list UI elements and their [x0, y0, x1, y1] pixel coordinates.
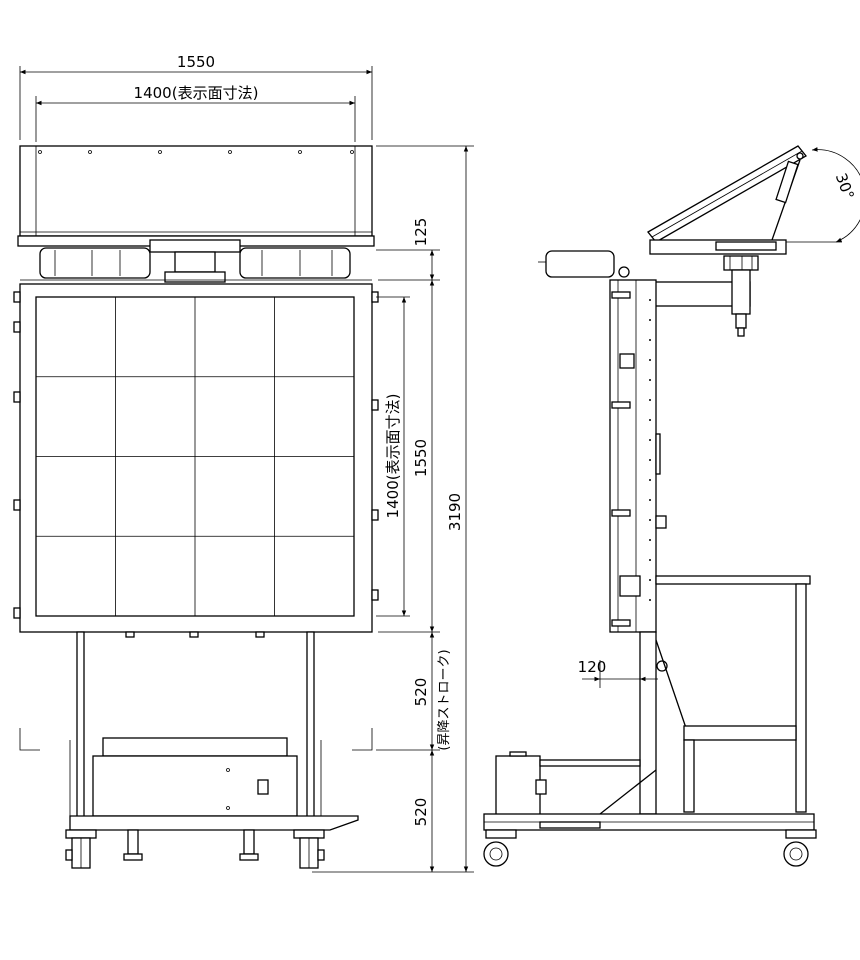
top-housing-left	[39, 247, 151, 279]
front-leveler-left	[123, 829, 143, 861]
side-lamp	[545, 250, 615, 278]
dim-total-height: 3190	[446, 493, 464, 531]
dim-stroke: 520	[412, 678, 430, 707]
main-panel-frame	[19, 283, 373, 633]
dim-panel-height: 1550	[412, 439, 430, 477]
front-caster-left	[65, 829, 97, 869]
stand-post-right	[306, 631, 315, 823]
dim-display-width: 1400(表示面寸法)	[134, 84, 259, 102]
front-leveler-right	[239, 829, 259, 861]
front-dimensions: 1550 1400(表示面寸法) 125 1400(表示面寸法) 1550 31…	[19, 53, 474, 873]
side-caster-left	[483, 829, 517, 867]
dim-stroke-note: (昇降ストローク)	[437, 649, 452, 750]
rear-table-top	[655, 575, 811, 585]
side-caster-right	[783, 829, 817, 867]
dim-display-height: 1400(表示面寸法)	[384, 394, 402, 519]
top-housing-right	[239, 247, 351, 279]
dim-top-frame: 125	[412, 218, 430, 247]
side-view	[483, 145, 817, 867]
top-display-box	[19, 145, 373, 237]
side-post	[639, 631, 657, 815]
panel-grid-lines	[36, 297, 354, 616]
side-battery-box	[495, 755, 541, 817]
stand-post-left	[76, 631, 85, 823]
front-caster-right	[293, 829, 325, 869]
dim-base-height: 520	[412, 798, 430, 827]
dim-tilt-angle: 30°	[832, 171, 858, 202]
dim-offset: 120	[578, 658, 607, 676]
front-view	[13, 145, 379, 869]
dim-overall-width: 1550	[177, 53, 215, 71]
base-plate	[69, 815, 359, 831]
side-rivets	[649, 299, 651, 601]
